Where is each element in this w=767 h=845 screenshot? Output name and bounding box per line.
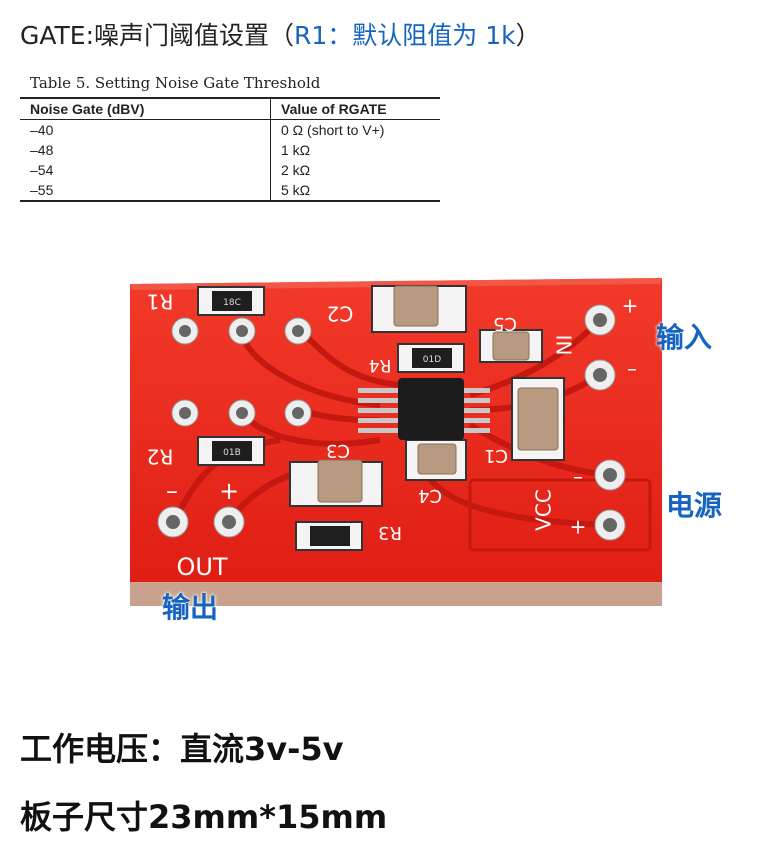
table-row: –54 2 kΩ <box>20 160 440 180</box>
col-header-value: Value of RGATE <box>270 97 440 120</box>
pad-in-plus <box>584 304 616 336</box>
cell-value: 0 Ω (short to V+) <box>281 122 385 138</box>
page-heading: GATE:噪声门阈值设置（R1：默认阻值为 1k） <box>20 16 541 52</box>
r4-resistor <box>412 348 452 368</box>
pad <box>171 399 199 427</box>
silk-c4: C4 <box>418 485 442 506</box>
c4-capacitor <box>417 443 457 475</box>
silk-r4: R4 <box>369 355 392 375</box>
r1-resistor <box>212 291 252 311</box>
silk-r1: R1 <box>147 290 174 314</box>
pad <box>284 317 312 345</box>
input-pads <box>584 304 616 391</box>
silk-in: IN <box>552 335 576 356</box>
heading-suffix: ） <box>515 21 541 50</box>
ic-chip-pins <box>358 388 490 433</box>
silkscreen-labels: R1 C2 C5 R4 IN + – R2 C3 C1 C4 R3 VCC – … <box>147 290 639 582</box>
spec-voltage: 工作电压：直流3v-5v <box>20 730 344 768</box>
board-edge <box>130 582 662 606</box>
cell-gate: –48 <box>20 140 271 160</box>
silk-vcc: VCC <box>532 489 556 531</box>
noise-gate-table: Noise Gate (dBV) Value of RGATE –40 0 Ω (… <box>20 97 440 202</box>
spec-size: 板子尺寸23mm*15mm <box>20 798 388 836</box>
label-input: 输入 <box>656 321 713 354</box>
silk-c2: C2 <box>327 302 354 326</box>
cell-value: 1 kΩ <box>281 142 311 158</box>
label-output: 输出 <box>162 591 219 624</box>
silk-vcc-minus: – <box>573 465 583 489</box>
table-header-row: Noise Gate (dBV) Value of RGATE <box>20 97 440 120</box>
silk-out-plus: + <box>219 477 239 505</box>
label-power: 电源 <box>666 489 723 522</box>
table-row: –40 0 Ω (short to V+) <box>20 119 440 140</box>
r1-marking: 18C <box>223 298 241 308</box>
c2-capacitor <box>393 285 439 327</box>
output-pads <box>157 506 245 538</box>
heading-ref: R1：默认阻值为 1k <box>294 21 516 50</box>
pad <box>284 399 312 427</box>
pad-out-plus <box>213 506 245 538</box>
silk-c1: C1 <box>484 445 508 466</box>
cell-gate: –55 <box>20 180 271 202</box>
silk-c3: C3 <box>326 440 350 461</box>
pad-vcc-plus <box>594 509 626 541</box>
silk-vcc-plus: + <box>570 515 587 539</box>
pcb-pads <box>171 317 312 427</box>
cell-value: 2 kΩ <box>281 162 311 178</box>
table-row: –48 1 kΩ <box>20 140 440 160</box>
silk-out-minus: – <box>166 477 178 505</box>
silk-c5: C5 <box>493 313 517 334</box>
silk-out: OUT <box>176 553 227 581</box>
silk-in-minus: – <box>627 357 637 381</box>
pad <box>228 317 256 345</box>
r3-resistor <box>310 526 350 546</box>
cell-gate: –40 <box>20 119 271 140</box>
silk-r2: R2 <box>147 445 174 469</box>
table-title: Table 5. Setting Noise Gate Threshold <box>30 74 321 92</box>
c1-capacitor <box>517 387 559 451</box>
silk-in-plus: + <box>622 294 639 318</box>
c5-capacitor <box>492 331 530 361</box>
silk-r3: R3 <box>378 522 402 543</box>
pad-in-minus <box>584 359 616 391</box>
pad-out-minus <box>157 506 189 538</box>
pad <box>171 317 199 345</box>
r2-marking: 01B <box>223 448 241 458</box>
col-header-noise-gate: Noise Gate (dBV) <box>20 97 271 120</box>
c3-capacitor <box>317 459 363 503</box>
cell-gate: –54 <box>20 160 271 180</box>
ic-chip <box>398 378 464 440</box>
pad-vcc-minus <box>594 459 626 491</box>
heading-prefix: GATE:噪声门阈值设置（ <box>20 21 295 50</box>
power-pads <box>594 459 626 541</box>
r4-marking: 01D <box>423 355 441 365</box>
cell-value: 5 kΩ <box>270 180 440 202</box>
r2-resistor <box>212 441 252 461</box>
pad <box>228 399 256 427</box>
